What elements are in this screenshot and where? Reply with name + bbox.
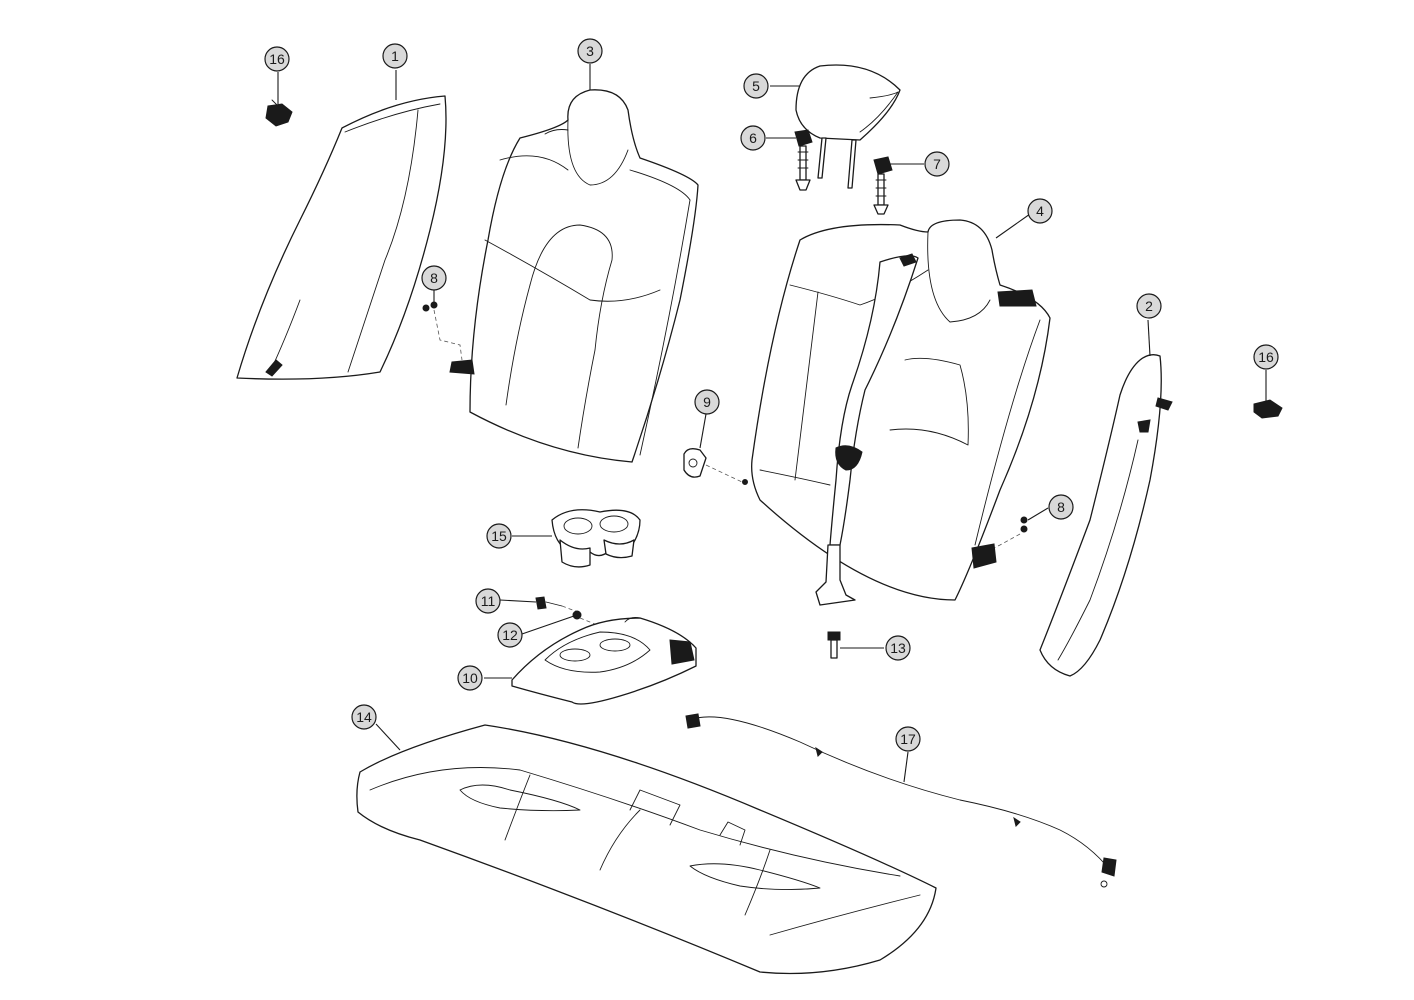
- headrest-guide-7: [873, 156, 893, 215]
- callout-2: 2: [1136, 293, 1162, 319]
- callout-12-label: 12: [502, 627, 518, 643]
- callout-11-label: 11: [481, 593, 496, 609]
- callout-3: 3: [577, 38, 603, 64]
- right-backrest: [751, 219, 1051, 606]
- callout-4: 4: [1027, 198, 1053, 224]
- leader-lines: [277, 64, 1267, 783]
- callout-7: 7: [924, 151, 950, 177]
- callout-6-label: 6: [749, 130, 757, 146]
- left-backrest: [469, 89, 699, 463]
- bolt-13: [827, 631, 841, 659]
- headrest: [795, 64, 901, 189]
- cup-holder-insert: [551, 509, 641, 568]
- callout-8-left-label: 8: [430, 270, 438, 286]
- callout-16-left: 16: [264, 46, 290, 72]
- callout-13-label: 13: [890, 640, 906, 656]
- callout-1-label: 1: [391, 48, 399, 64]
- callout-17: 17: [895, 726, 921, 752]
- callout-8-left: 8: [421, 265, 447, 291]
- nut-8-left: [422, 301, 475, 375]
- callout-3-label: 3: [586, 43, 594, 59]
- callout-10: 10: [457, 665, 483, 691]
- callout-16-right-label: 16: [1258, 349, 1274, 365]
- nut-8-right: [971, 516, 1028, 569]
- seat-cushion: [356, 724, 937, 975]
- callout-16-right: 16: [1253, 344, 1279, 370]
- callout-1: 1: [382, 43, 408, 69]
- callout-12: 12: [497, 622, 523, 648]
- left-side-bolster: [236, 95, 447, 380]
- callout-15: 15: [486, 523, 512, 549]
- callout-8-right-label: 8: [1057, 499, 1065, 515]
- right-side-bolster: [1039, 354, 1173, 677]
- callout-16-left-label: 16: [269, 51, 285, 67]
- screw-11: [535, 596, 579, 613]
- clip-16-right: [1253, 399, 1283, 419]
- callout-2-label: 2: [1145, 298, 1153, 314]
- clip-16-left: [265, 99, 293, 127]
- callout-9-label: 9: [703, 394, 711, 410]
- callout-14: 14: [351, 704, 377, 730]
- callout-10-label: 10: [462, 670, 478, 686]
- callout-17-label: 17: [900, 731, 916, 747]
- callout-15-label: 15: [491, 528, 507, 544]
- callout-11: 11: [475, 588, 501, 614]
- callout-5-label: 5: [752, 78, 760, 94]
- callout-6: 6: [740, 125, 766, 151]
- anchor-plate: [683, 448, 748, 485]
- headrest-guide-6: [794, 129, 813, 191]
- callout-9: 9: [694, 389, 720, 415]
- callout-4-label: 4: [1036, 203, 1044, 219]
- callout-8-right: 8: [1048, 494, 1074, 520]
- callout-13: 13: [885, 635, 911, 661]
- callout-7-label: 7: [933, 156, 941, 172]
- callout-5: 5: [743, 73, 769, 99]
- wire-harness: [685, 713, 1117, 888]
- callout-14-label: 14: [356, 709, 372, 725]
- armrest: [511, 617, 697, 705]
